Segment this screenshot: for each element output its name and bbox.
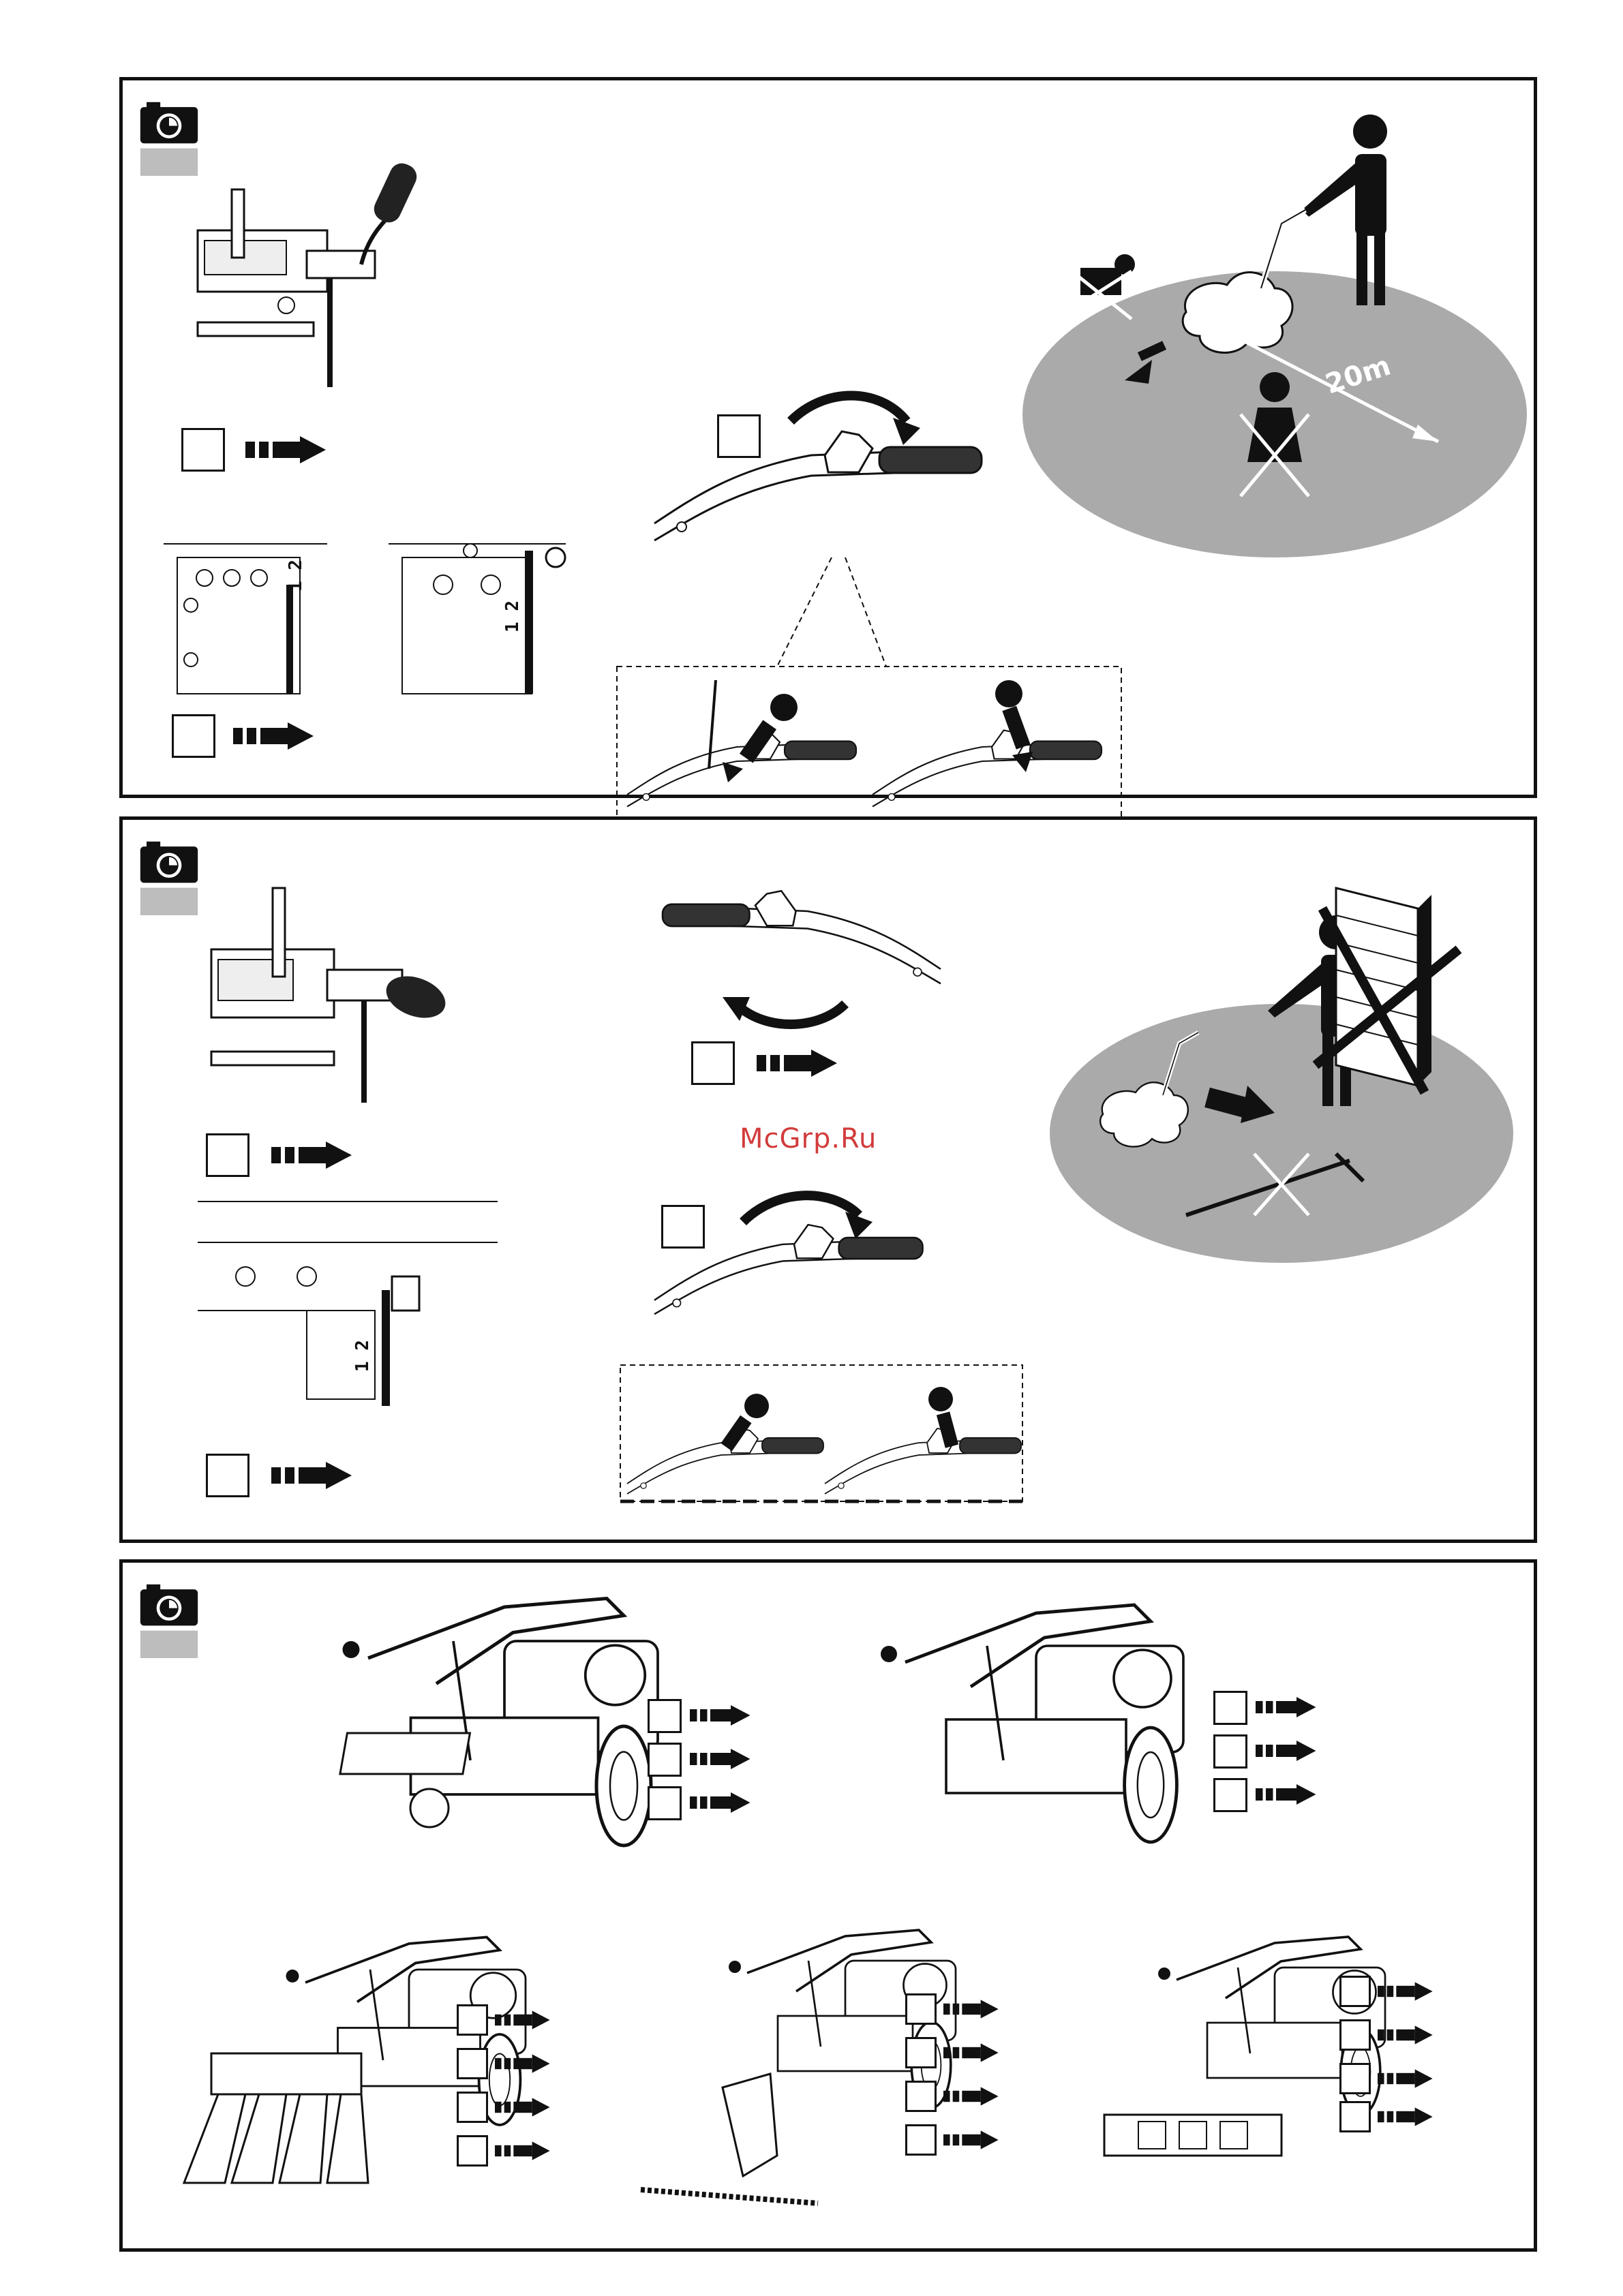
step-box (172, 714, 215, 758)
step-box (1339, 2019, 1371, 2051)
dashed-right-arrow-icon (1378, 2068, 1434, 2089)
hole-label: 1 2 (286, 560, 306, 592)
dashed-right-arrow-icon (1378, 1981, 1434, 2002)
clutch-released-illustration (627, 667, 873, 830)
clutch-released-illustration (627, 1386, 825, 1501)
depth-lever-illustration (198, 881, 457, 1113)
dashed-right-arrow-icon (271, 1462, 353, 1489)
dashed-right-arrow-icon (1256, 1740, 1317, 1762)
step-box (206, 1133, 249, 1177)
step-box (1213, 1691, 1247, 1725)
step-box (1213, 1778, 1247, 1812)
dashed-right-arrow-icon (495, 2010, 551, 2030)
step-box (648, 1743, 682, 1777)
clutch-pressed-illustration (825, 1386, 1022, 1501)
hole-label: 1 2 (502, 600, 523, 632)
dashed-right-arrow-icon (495, 2097, 551, 2117)
step-box (1213, 1734, 1247, 1769)
step-box (691, 1041, 735, 1085)
step-box (457, 2048, 488, 2079)
camera-icon (138, 840, 200, 915)
dashed-right-arrow-icon (1378, 2025, 1434, 2045)
handlebar-illustration (668, 888, 954, 983)
dashed-right-arrow-icon (1256, 1784, 1317, 1805)
adjustment-holes-illustration: 1 2 (198, 1201, 525, 1406)
depth-lever-illustration (177, 176, 423, 408)
dashed-right-arrow-icon (943, 2130, 999, 2150)
attachments-panel (119, 1559, 1537, 2252)
dashed-right-arrow-icon (245, 436, 327, 463)
step-box (905, 2037, 937, 2068)
dashed-right-arrow-icon (495, 2053, 551, 2074)
step-box (457, 2135, 488, 2167)
handlebar-illustration (654, 428, 995, 564)
tiller-with-cultivator-illustration (320, 1576, 702, 1863)
step-box (181, 428, 225, 472)
hole-label: 1 2 (352, 1340, 373, 1372)
dashed-right-arrow-icon (757, 1050, 838, 1077)
dashed-right-arrow-icon (943, 1999, 999, 2019)
instruction-panel-2: 1 2 (119, 816, 1537, 1543)
tiller-with-rotary-attachment-illustration (1084, 1924, 1438, 2210)
step-box (905, 2081, 937, 2112)
clutch-pressed-illustration (873, 667, 1118, 830)
dashed-right-arrow-icon (690, 1792, 751, 1813)
step-box (905, 2124, 937, 2156)
safety-distance-scene: 20m (1016, 94, 1534, 585)
step-box (1339, 2063, 1371, 2094)
dashed-right-arrow-icon (943, 2042, 999, 2063)
dashed-right-arrow-icon (943, 2086, 999, 2107)
dashed-right-arrow-icon (690, 1704, 751, 1726)
handlebar-illustration (654, 1222, 941, 1331)
step-box (206, 1454, 249, 1497)
step-box (905, 1993, 937, 2025)
tiller-base-unit-illustration (859, 1583, 1213, 1869)
step-box (1339, 1976, 1371, 2007)
camera-icon (138, 1583, 200, 1658)
step-box (1339, 2101, 1371, 2132)
dashed-right-arrow-icon (233, 722, 315, 750)
instruction-panel-1: 1 2 1 2 (119, 77, 1537, 798)
dashed-right-arrow-icon (690, 1748, 751, 1770)
dashed-right-arrow-icon (1256, 1696, 1317, 1718)
dashed-right-arrow-icon (271, 1142, 353, 1169)
rotation-arrow-icon (723, 977, 852, 1045)
adjustment-holes-illustration: 1 2 1 2 (164, 530, 600, 701)
step-box (648, 1699, 682, 1733)
step-box (457, 2004, 488, 2036)
dashed-right-arrow-icon (1378, 2107, 1434, 2127)
dashed-right-arrow-icon (495, 2141, 551, 2161)
step-box (457, 2092, 488, 2123)
step-box (648, 1786, 682, 1820)
obstacle-warning-scene (1050, 861, 1527, 1270)
camera-icon (138, 101, 200, 176)
watermark: McGrp.Ru (740, 1123, 877, 1154)
